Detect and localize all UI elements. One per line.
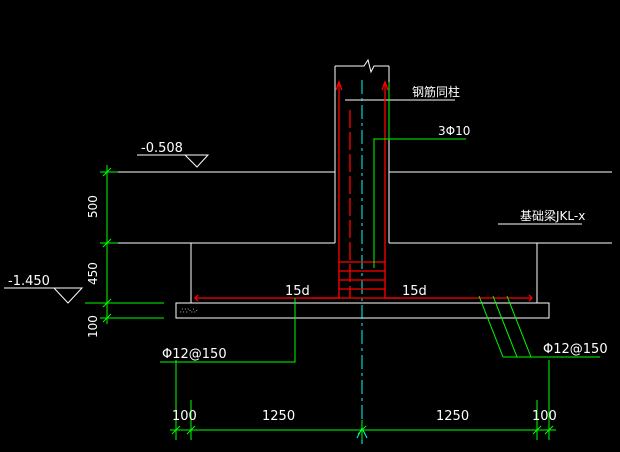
leader-stirrup	[373, 138, 466, 268]
rebar-layer	[194, 80, 533, 302]
bottom-rebar-left-label: Φ12@150	[162, 347, 227, 362]
dim-h-100-left: 100	[172, 409, 197, 424]
anchor-left-label: 15d	[285, 284, 310, 299]
column-rebar-label: 钢筋同柱	[412, 84, 460, 99]
dimension-layer	[85, 82, 600, 440]
vtick-243	[102, 238, 112, 248]
beam-label: 基础梁JKL-x	[520, 208, 585, 223]
leader-bottom-right-2	[492, 295, 518, 358]
htick-176	[171, 425, 181, 435]
dim-v-450: 450	[86, 262, 100, 285]
bottom-rebar-right-label: Φ12@150	[543, 342, 608, 357]
anchor-right-label: 15d	[402, 284, 427, 299]
leader-bottom-right-1	[478, 295, 504, 358]
dim-h-100-right: 100	[532, 409, 557, 424]
bottom-rebar-right-hook	[528, 294, 533, 302]
dim-v-100: 100	[86, 315, 100, 338]
dim-v-500: 500	[86, 195, 100, 218]
vtick-172	[102, 167, 112, 177]
cushion-hatch-label: ∴∵·∴·	[180, 307, 198, 315]
dim-h-1250-right: 1250	[436, 409, 469, 424]
elev-marker-top	[137, 154, 210, 168]
leader-bottom-right-3	[506, 295, 532, 358]
dim-h-1250-left: 1250	[262, 409, 295, 424]
htick-537	[532, 425, 542, 435]
stirrup-label: 3Φ10	[438, 124, 470, 138]
htick-191	[186, 425, 196, 435]
leader-bottom-left	[160, 298, 296, 363]
htick-549	[544, 425, 554, 435]
elev-top-label: -0.508	[141, 141, 183, 156]
vtick-303	[102, 298, 112, 308]
elev-marker-bottom	[4, 287, 84, 304]
column-break-line	[335, 58, 389, 74]
column-rebar-right-top	[381, 80, 389, 91]
bottom-rebar-left-hook	[194, 294, 199, 302]
elev-bottom-label: -1.450	[8, 274, 50, 289]
vtick-318	[102, 313, 112, 323]
htick-362	[357, 425, 367, 435]
column-rebar-left-top	[335, 80, 343, 91]
